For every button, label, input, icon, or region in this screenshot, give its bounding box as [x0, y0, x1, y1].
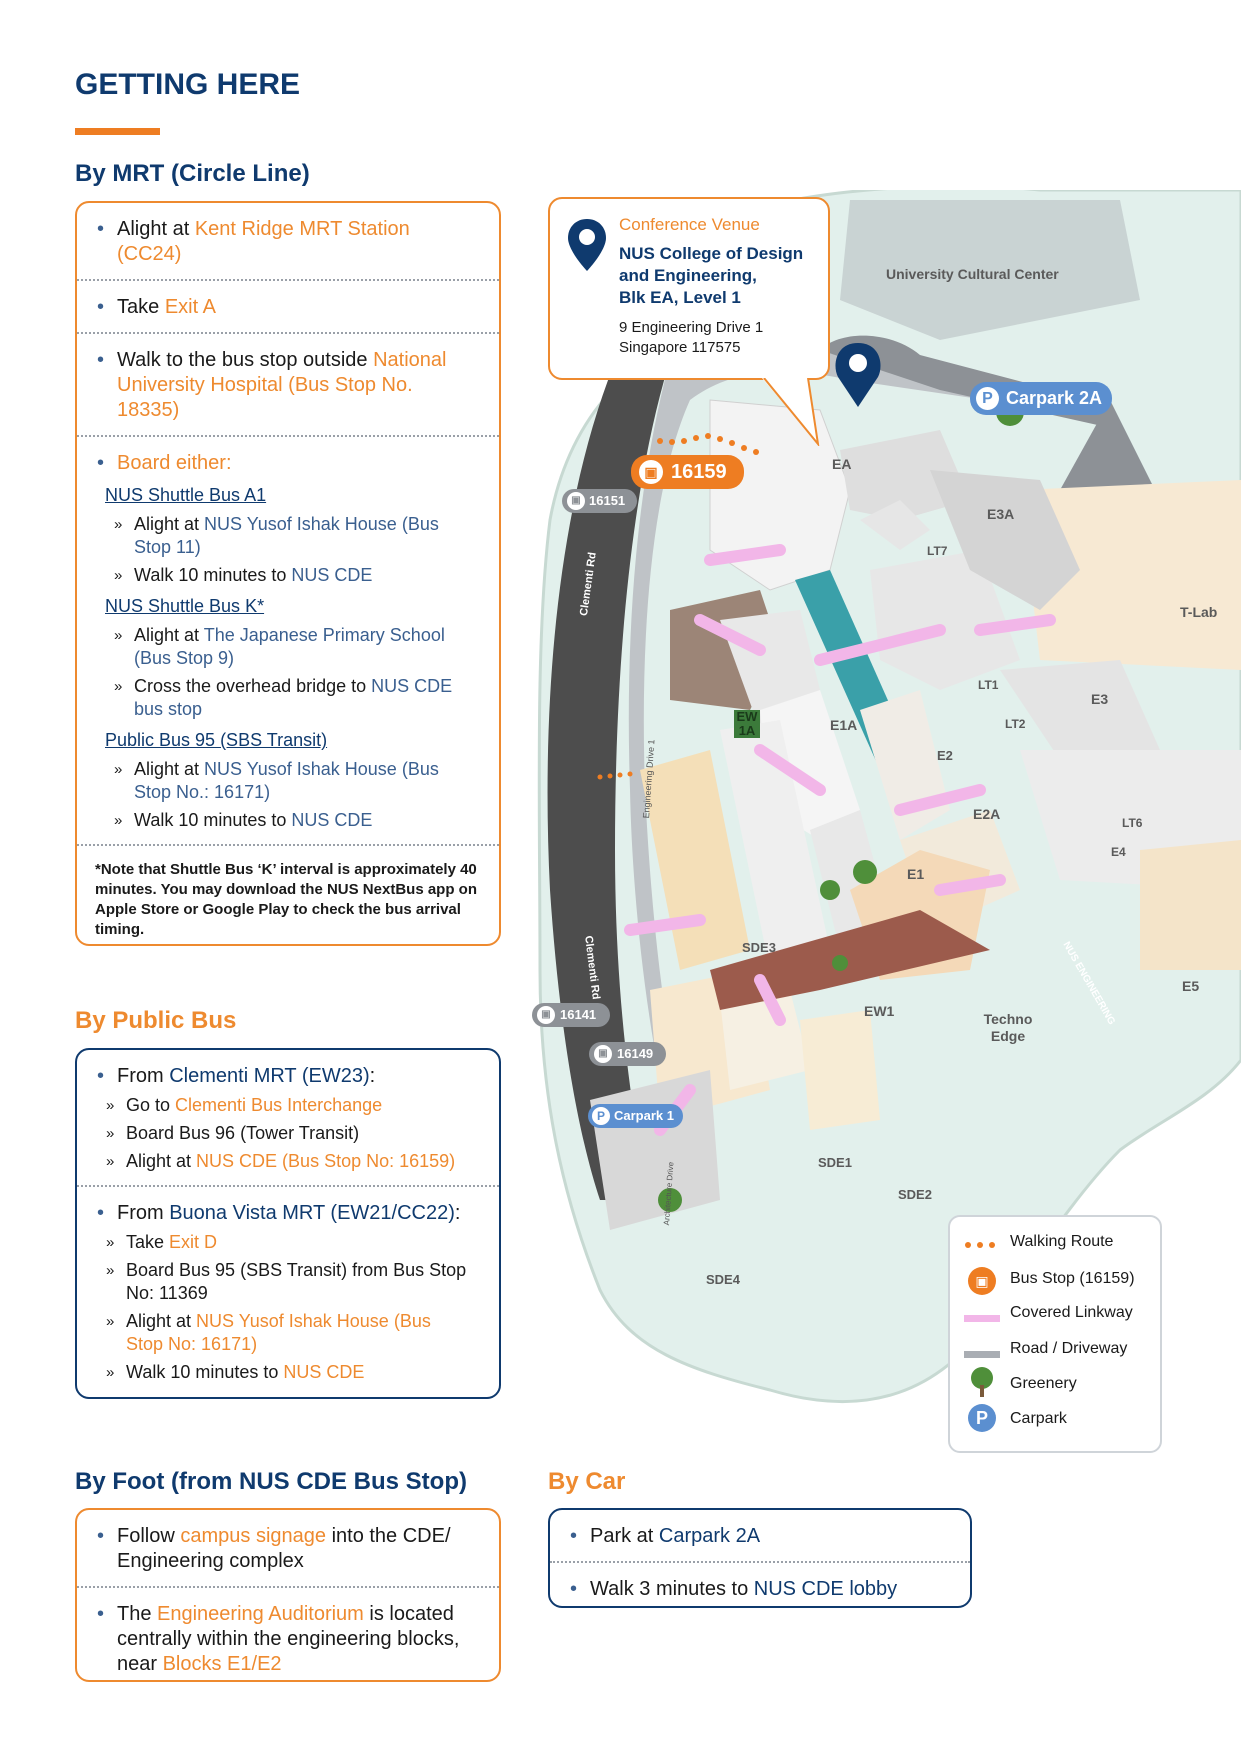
map-label-block: Techno Edge	[983, 1011, 1033, 1044]
map-label-block: LT7	[927, 544, 948, 558]
mrt-step-3: Walk to the bus stop outside NationalUni…	[77, 332, 499, 435]
map-label-block: E1A	[830, 717, 858, 733]
map-label-block: E3A	[987, 506, 1015, 522]
map-label-block: E4	[1111, 845, 1126, 859]
title-accent-rule	[75, 128, 160, 135]
map-label-block: LT2	[1005, 717, 1026, 731]
foot-step-2: The Engineering Auditorium is locatedcen…	[77, 1586, 499, 1689]
legend-label: Greenery	[1010, 1375, 1077, 1392]
mrt-box: Alight at Kent Ridge MRT Station(CC24) T…	[75, 201, 501, 946]
mrt-step-1: Alight at Kent Ridge MRT Station(CC24)	[77, 203, 499, 279]
car-box: Park at Carpark 2A Walk 3 minutes to NUS…	[548, 1508, 972, 1608]
map-label-block: E5	[1182, 978, 1200, 994]
map-label-block: E2	[937, 748, 953, 763]
legend-label: Carpark	[1010, 1410, 1067, 1427]
legend-label: Road / Driveway	[1010, 1340, 1128, 1357]
bus-icon: ▣	[567, 492, 585, 510]
map-pin-icon	[835, 343, 881, 407]
venue-label: Conference Venue	[619, 215, 760, 234]
section-title-bus: By Public Bus	[75, 1007, 237, 1034]
map-label-block: T-Lab	[1180, 604, 1218, 620]
section-title-car: By Car	[548, 1468, 626, 1495]
bus-stop-badge: ▣16149	[589, 1042, 666, 1066]
car-step-1: Park at Carpark 2A	[550, 1510, 970, 1561]
covered-linkways	[624, 544, 1056, 1136]
walking-route	[657, 433, 759, 455]
map-label-block: EW1	[864, 1003, 895, 1019]
main-bus-stop-badge: ▣ 16159	[631, 455, 744, 489]
carpark-icon: P	[592, 1107, 610, 1125]
map-label-block: SDE4	[706, 1272, 740, 1287]
board-either-label: Board either:	[97, 451, 479, 476]
foot-step-1: Follow campus signage into the CDE/Engin…	[77, 1510, 499, 1586]
linkway-swatch	[964, 1315, 1000, 1322]
foot-box: Follow campus signage into the CDE/Engin…	[75, 1508, 501, 1682]
legend-label: Walking Route	[1010, 1233, 1114, 1250]
bus-route-buona-vista: From Buona Vista MRT (EW21/CC22): Take E…	[77, 1185, 499, 1396]
location-pin-icon	[568, 219, 606, 271]
bus-icon: ▣	[639, 460, 663, 484]
tree-icon	[971, 1367, 993, 1397]
bus-icon: ▣	[537, 1006, 555, 1024]
bus-stop-icon: ▣	[968, 1267, 996, 1295]
shuttle-note: *Note that Shuttle Bus ‘K’ interval is a…	[77, 844, 499, 954]
option-public-bus-95: Public Bus 95 (SBS Transit)	[105, 730, 328, 750]
university-cultural-center	[840, 200, 1140, 340]
bus-box: From Clementi MRT (EW23): Go to Clementi…	[75, 1048, 501, 1399]
map-legend: Walking Route ▣ Bus Stop (16159) Covered…	[948, 1215, 1162, 1453]
mrt-step-2: Take Exit A	[77, 279, 499, 332]
map-label-block: EA	[832, 456, 852, 472]
orange-walking-path	[597, 771, 633, 780]
option-shuttle-a1: NUS Shuttle Bus A1	[105, 485, 267, 505]
car-step-2: Walk 3 minutes to NUS CDE lobby	[550, 1561, 970, 1614]
mrt-step-4: Board either: NUS Shuttle Bus A1 Alight …	[77, 435, 499, 844]
map-label-block: SDE2	[898, 1187, 932, 1202]
legend-label: Bus Stop (16159)	[1010, 1270, 1135, 1287]
map-label-block: E2A	[973, 806, 1001, 822]
section-title-mrt: By MRT (Circle Line)	[75, 160, 310, 187]
map-label-ucc: University Cultural Center	[886, 266, 1059, 282]
walking-route-swatch	[965, 1242, 995, 1248]
map-label-block: EW 1A	[734, 710, 760, 738]
section-title-foot: By Foot (from NUS CDE Bus Stop)	[75, 1468, 467, 1495]
carpark-icon: P	[976, 387, 999, 410]
map-label-block: SDE3	[742, 940, 776, 955]
map-label-block: E3	[1091, 691, 1109, 707]
map-label-block: SDE1	[818, 1155, 852, 1170]
carpark-icon: P	[968, 1404, 996, 1432]
map-label-block: LT1	[978, 678, 999, 692]
page-title: GETTING HERE	[75, 68, 301, 101]
road-swatch	[964, 1351, 1000, 1358]
callout-pointer	[762, 378, 820, 446]
bus-icon: ▣	[594, 1045, 612, 1063]
carpark-triangle	[1060, 400, 1160, 500]
bus-stop-badge: ▣16151	[562, 489, 637, 513]
bus-stop-badge: ▣16141	[532, 1003, 610, 1027]
map-label-block: E1	[907, 866, 925, 882]
map-label-block: LT6	[1122, 816, 1143, 830]
legend-label: Covered Linkway	[1010, 1304, 1133, 1321]
option-shuttle-k: NUS Shuttle Bus K*	[105, 596, 265, 616]
bus-route-clementi: From Clementi MRT (EW23): Go to Clementi…	[77, 1050, 499, 1185]
